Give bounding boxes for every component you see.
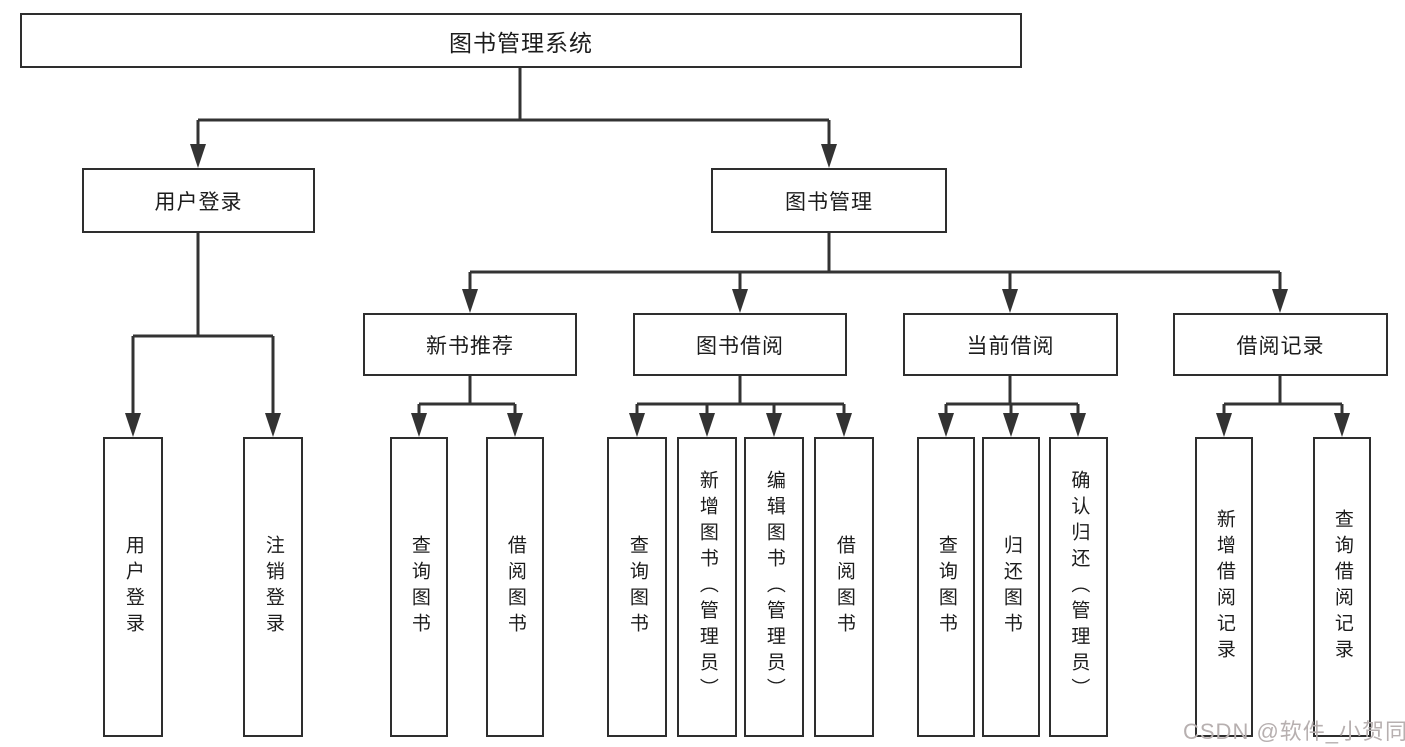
leaf-label: 归还图书 <box>1000 535 1022 639</box>
node-label: 图书管理 <box>785 190 873 214</box>
leaf-query-borrow-record: 查询借阅记录 <box>1313 437 1371 737</box>
arrow-down-icon <box>265 413 281 437</box>
connector-recommend-to-leaves <box>411 376 523 437</box>
arrow-down-icon <box>1216 413 1232 437</box>
leaf-borrow-books: 借阅图书 <box>814 437 874 737</box>
node-label: 图书管理系统 <box>449 29 593 56</box>
node-label: 图书借阅 <box>696 334 784 358</box>
leaf-query-books: 查询图书 <box>917 437 975 737</box>
arrow-down-icon <box>938 413 954 437</box>
arrow-down-icon <box>836 413 852 437</box>
leaf-label: 确认归还（管理员） <box>1068 470 1090 704</box>
leaf-label: 借阅图书 <box>833 535 855 639</box>
leaf-label: 新增借阅记录 <box>1213 509 1235 665</box>
arrow-down-icon <box>411 413 427 437</box>
arrow-down-icon <box>1334 413 1350 437</box>
arrow-down-icon <box>190 144 206 168</box>
leaf-label: 查询图书 <box>626 535 648 639</box>
leaf-add-book-admin: 新增图书（管理员） <box>677 437 737 737</box>
node-user-login: 用户登录 <box>82 168 315 233</box>
arrow-down-icon <box>699 413 715 437</box>
arrow-down-icon <box>1070 413 1086 437</box>
leaf-label: 借阅图书 <box>504 535 526 639</box>
arrow-down-icon <box>1272 289 1288 313</box>
connector-borrow-to-leaves <box>629 376 852 437</box>
arrow-down-icon <box>821 144 837 168</box>
arrow-down-icon <box>507 413 523 437</box>
leaf-confirm-return-admin: 确认归还（管理员） <box>1049 437 1108 737</box>
arrow-down-icon <box>629 413 645 437</box>
connector-login-to-leaves <box>125 233 281 437</box>
leaf-label: 查询图书 <box>935 535 957 639</box>
leaf-label: 查询借阅记录 <box>1331 509 1353 665</box>
leaf-label: 查询图书 <box>408 535 430 639</box>
arrow-down-icon <box>766 413 782 437</box>
node-label: 当前借阅 <box>966 334 1055 358</box>
leaf-query-books: 查询图书 <box>607 437 667 737</box>
node-label: 用户登录 <box>154 190 243 214</box>
connector-root-to-level2 <box>190 68 837 168</box>
leaf-add-borrow-record: 新增借阅记录 <box>1195 437 1253 737</box>
leaf-label: 新增图书（管理员） <box>696 470 718 704</box>
node-label: 借阅记录 <box>1236 334 1325 358</box>
leaf-label: 注销登录 <box>262 535 284 639</box>
node-label: 新书推荐 <box>426 334 514 358</box>
node-current-borrow: 当前借阅 <box>903 313 1118 376</box>
leaf-return-books: 归还图书 <box>982 437 1040 737</box>
watermark: CSDN @软件_小贺同学 <box>1183 719 1405 744</box>
node-book-borrow: 图书借阅 <box>633 313 847 376</box>
node-library-management-system: 图书管理系统 <box>20 13 1022 68</box>
connector-records-to-leaves <box>1216 376 1350 437</box>
arrow-down-icon <box>125 413 141 437</box>
connector-current-to-leaves <box>938 376 1086 437</box>
arrow-down-icon <box>732 289 748 313</box>
leaf-logout: 注销登录 <box>243 437 303 737</box>
leaf-query-books: 查询图书 <box>390 437 448 737</box>
arrow-down-icon <box>462 289 478 313</box>
leaf-edit-book-admin: 编辑图书（管理员） <box>744 437 804 737</box>
connector-management-to-level3 <box>462 233 1288 313</box>
arrow-down-icon <box>1003 413 1019 437</box>
leaf-label: 用户登录 <box>122 535 144 639</box>
node-new-book-recommend: 新书推荐 <box>363 313 577 376</box>
node-borrow-records: 借阅记录 <box>1173 313 1388 376</box>
node-book-management: 图书管理 <box>711 168 947 233</box>
arrow-down-icon <box>1002 289 1018 313</box>
leaf-user-login: 用户登录 <box>103 437 163 737</box>
leaf-label: 编辑图书（管理员） <box>763 470 785 704</box>
leaf-borrow-books: 借阅图书 <box>486 437 544 737</box>
